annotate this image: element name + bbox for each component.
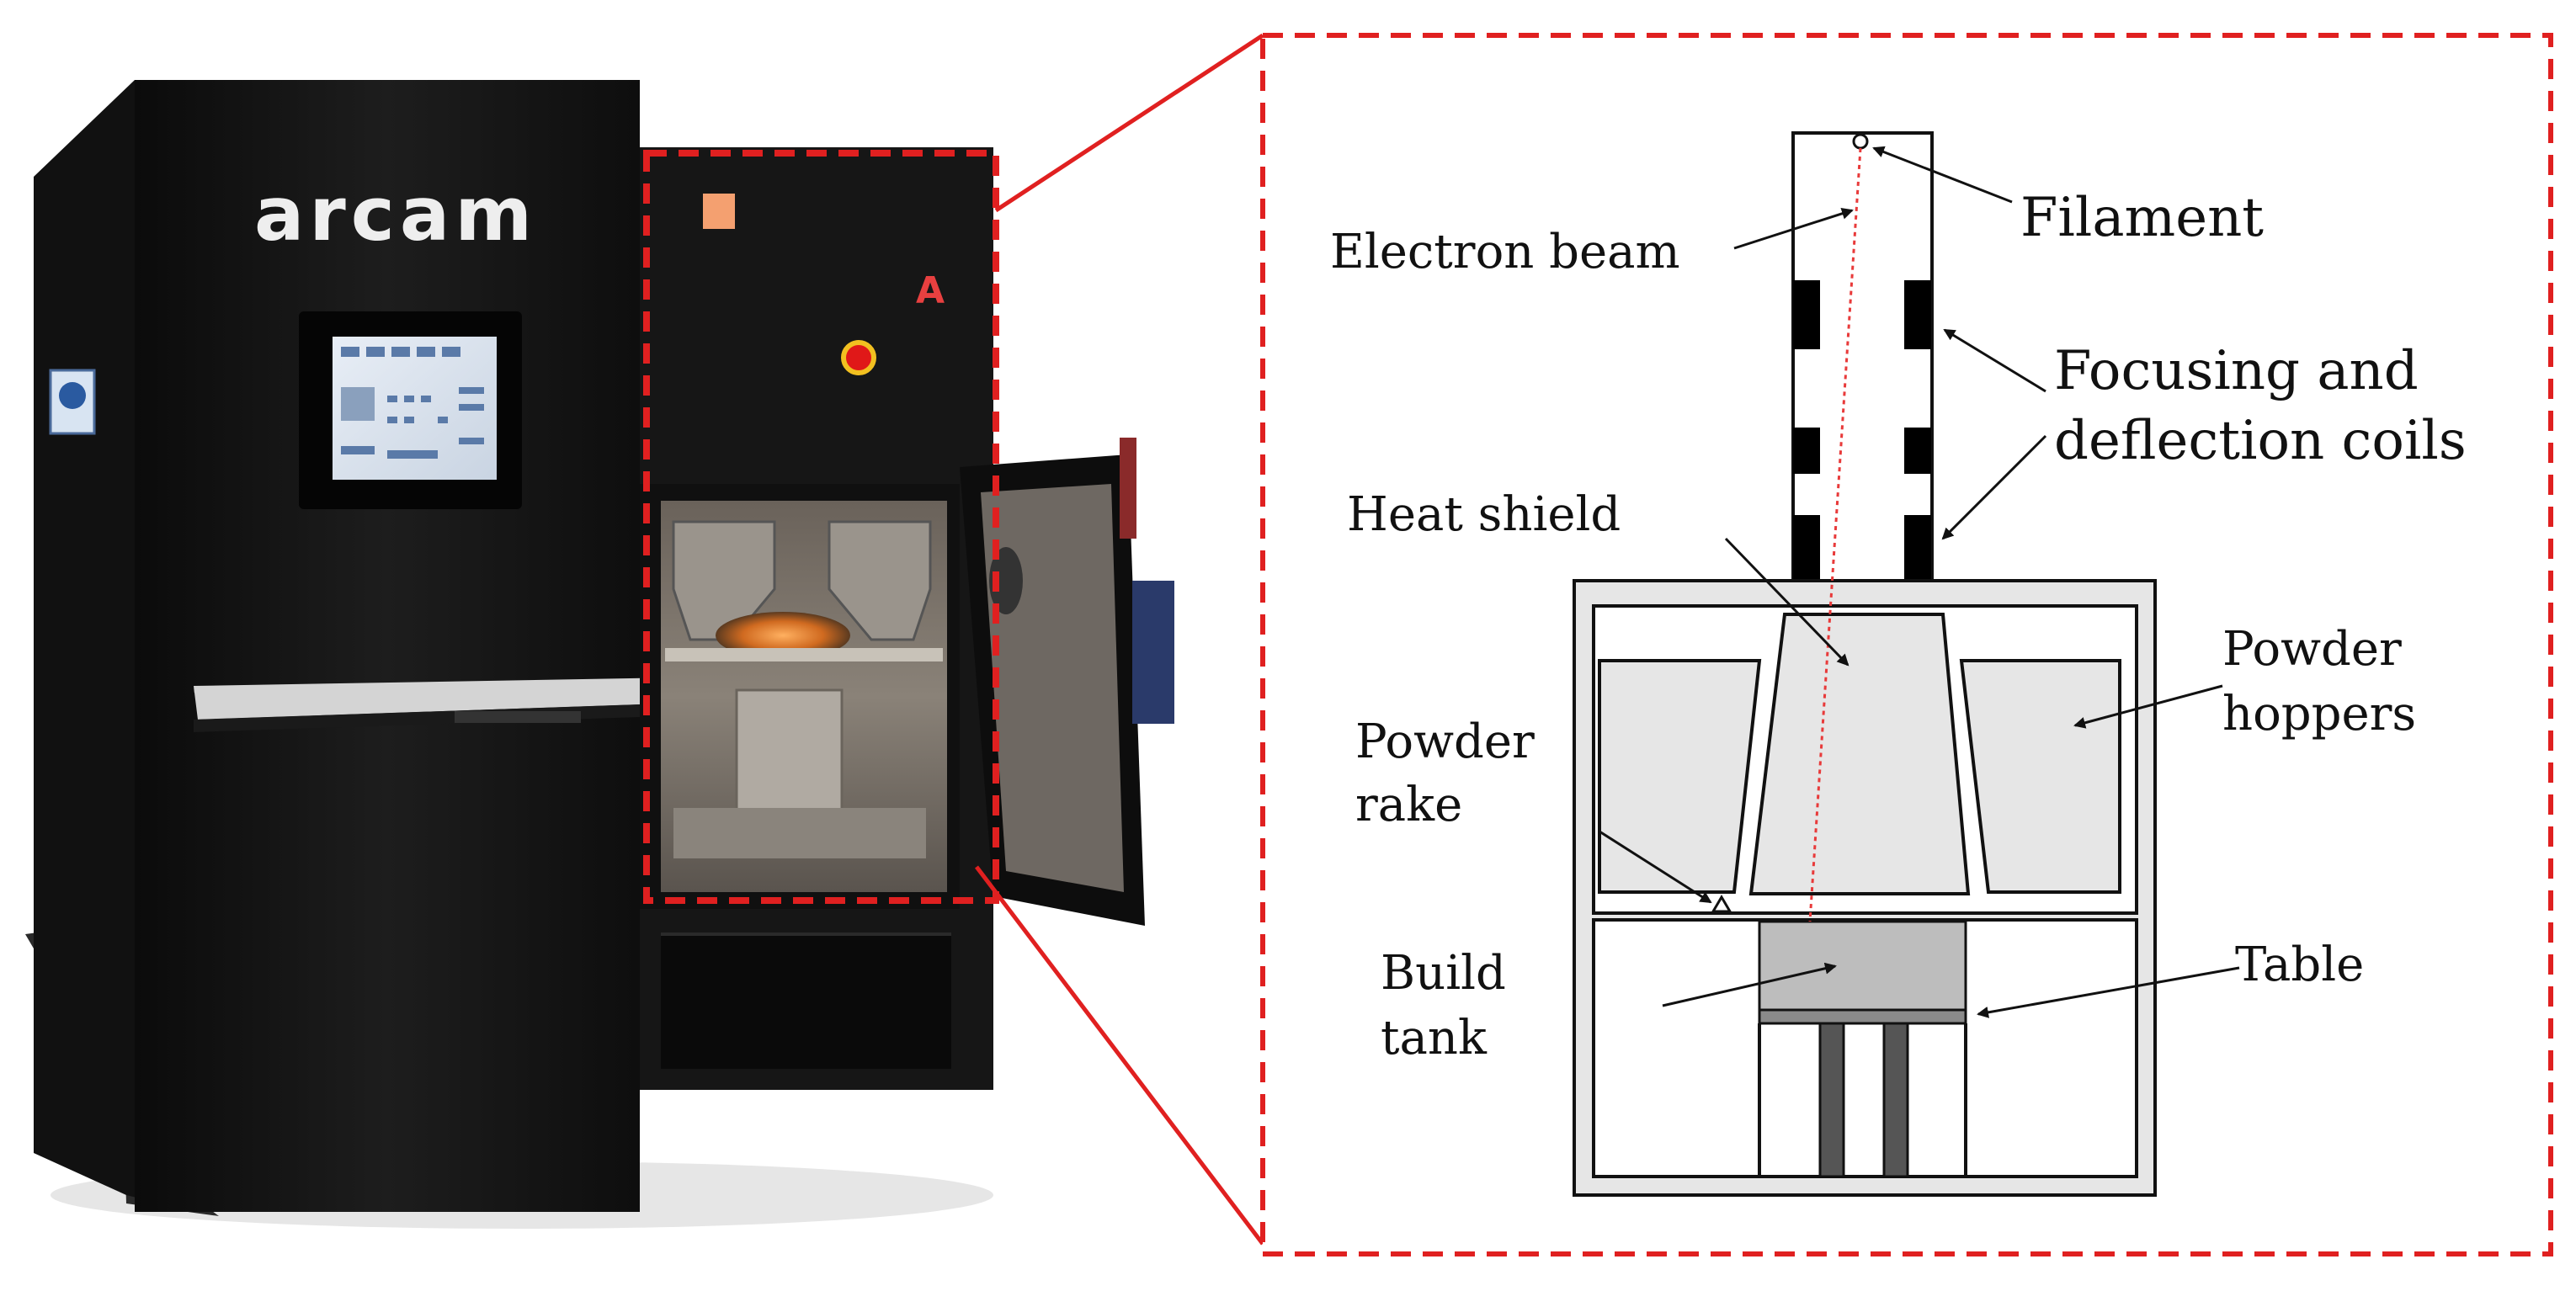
coil-right-2 (1904, 428, 1931, 474)
electron-gun-column (1791, 131, 1934, 582)
chamber-right-hopper (828, 520, 932, 641)
callout-connector-bottom (975, 865, 1264, 1246)
label-filament: Filament (2020, 187, 2264, 249)
chamber-build-tank (735, 688, 844, 818)
build-chamber (640, 484, 960, 909)
label-powder-rake-line1: Powder (1355, 715, 1535, 769)
machine-cabinet (135, 80, 640, 1212)
lower-drawer (661, 934, 951, 1069)
chamber-plate (665, 648, 943, 661)
status-sticker (703, 194, 735, 229)
powder-rake (1711, 895, 1732, 913)
work-shelf (194, 677, 690, 720)
powder-hopper-right (1959, 659, 2121, 894)
machine-photo: arcam A (25, 80, 1174, 1229)
label-powder-rake-line2: rake (1355, 778, 1462, 832)
arrow-powder-hoppers (2073, 684, 2223, 729)
emergency-stop-button (841, 340, 876, 375)
door-hinge (1120, 438, 1136, 539)
door-viewport (989, 547, 1023, 614)
touchscreen-monitor (299, 311, 522, 509)
chamber-door (960, 438, 1174, 926)
filament-symbol (1852, 133, 1869, 150)
badge-logo: A (916, 269, 945, 312)
arrow-filament (1872, 146, 2013, 204)
focusing-coils (1793, 280, 1931, 581)
leader-arrows (1599, 146, 2240, 1018)
coil-left-1 (1793, 280, 1820, 349)
arrow-build-tank (1662, 962, 1837, 1007)
blue-pump (1132, 581, 1174, 724)
chamber-base (673, 808, 926, 858)
chamber-glow (716, 612, 850, 659)
label-table: Table (2235, 938, 2364, 992)
label-powder-hoppers-line1: Powder (2222, 622, 2402, 677)
build-tank (1758, 920, 1967, 1012)
coil-left-3 (1793, 515, 1820, 581)
label-electron-beam: Electron beam (1330, 225, 1680, 279)
coil-right-1 (1904, 280, 1931, 349)
arrow-electron-beam (1733, 208, 1854, 250)
photo-callout-box (643, 150, 999, 904)
arrow-table (1977, 966, 2240, 1018)
build-table (1758, 1008, 1967, 1025)
certification-label-seal (59, 382, 86, 409)
arrow-focusing-coils-lower (1941, 434, 2047, 540)
arrow-powder-rake (1599, 830, 1712, 904)
machine-top-right-panel: A (703, 194, 945, 375)
coil-left-2 (1793, 428, 1820, 474)
label-focusing-line1: Focusing and (2054, 340, 2419, 402)
label-build-tank-line2: tank (1381, 1011, 1488, 1065)
powder-hopper-left (1598, 659, 1762, 894)
heat-shield (1748, 613, 1971, 895)
svg-text:arcam: arcam (254, 171, 537, 258)
schematic-diagram: Electron beam Filament Focusing and defl… (1260, 33, 2553, 1256)
label-heat-shield: Heat shield (1347, 487, 1621, 542)
label-powder-hoppers-line2: hoppers (2222, 687, 2416, 741)
table-piston-right (1882, 1022, 1909, 1178)
shelf-handle (455, 711, 581, 723)
electron-beam-path (1808, 147, 1862, 922)
arrow-focusing-coils-upper (1943, 328, 2046, 393)
table-piston-left (1818, 1022, 1845, 1178)
label-build-tank-line1: Build (1381, 946, 1506, 1001)
callout-connector-top (994, 33, 1264, 213)
coil-right-3 (1904, 515, 1931, 581)
label-focusing-line2: deflection coils (2054, 410, 2467, 472)
arrow-heat-shield (1724, 537, 1850, 667)
brand-logo: arcam (254, 171, 537, 258)
monitor-screen-widgets (341, 347, 484, 459)
work-shelf-lip (194, 703, 690, 732)
